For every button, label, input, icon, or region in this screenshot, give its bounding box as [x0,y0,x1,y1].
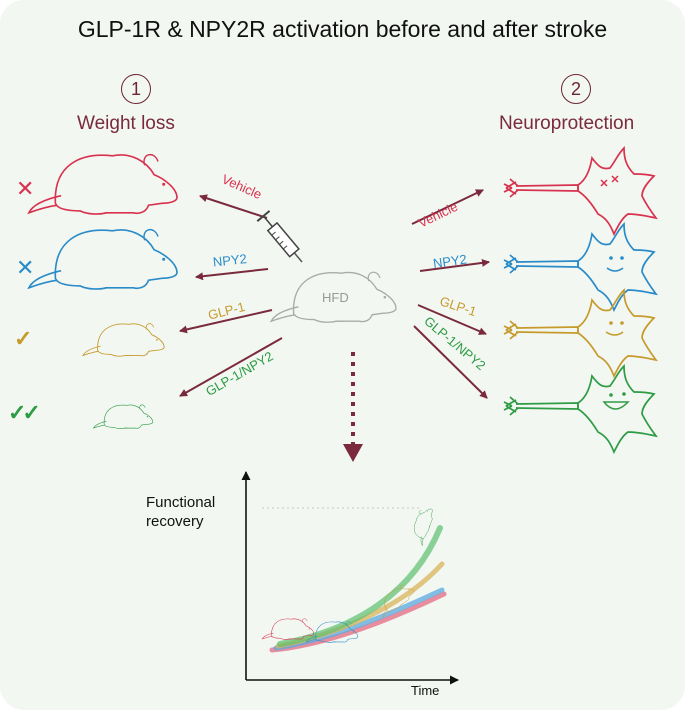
graph-ylabel-line2: recovery [146,513,204,530]
dashed-arrow-head [343,444,363,462]
label-vehicle-right: Vehicle [416,199,460,231]
arrow-npy2-neuro [419,258,490,272]
arrow-glp1-weight [179,309,273,334]
graph-ylabel-line1: Functional [146,494,216,511]
neutral-face-icon [606,256,624,272]
arrow-npy2-weight [195,268,269,281]
neuron-icon-npy2 [503,223,657,311]
mouse-icon-npy2 [27,228,178,290]
section-label-neuroprotection: Neuroprotection [499,113,635,134]
dead-face-icon [600,175,619,187]
label-npy2-right: NPY2 [432,251,468,271]
neuron-icon-combo [503,365,657,453]
recovery-curves [269,525,447,653]
graph-xlabel: Time [411,683,440,698]
cross-icon-npy2: ✕ [16,255,35,280]
happy-face-icon [602,392,630,410]
figure-title: GLP-1R & NPY2R activation before and aft… [77,16,608,42]
mouse-icon-glp1 [82,323,165,357]
cross-icon-vehicle: ✕ [16,176,35,201]
section-label-weight-loss: Weight loss [77,113,175,134]
check-icon-glp1: ✓ [14,326,33,351]
graph-ylabel: Functional recovery [146,493,215,531]
syringe-icon [256,210,303,263]
mouse-icon-combo [93,404,154,429]
arrow-vehicle-neuro [411,189,484,225]
section-number-1: 1 [121,74,151,104]
section-number-2: 2 [561,74,591,104]
label-npy2-left: NPY2 [212,251,247,269]
neuron-icon-vehicle [503,147,657,235]
neuron-icon-glp1 [503,289,657,377]
double-check-icon-combo: ✓✓ [8,400,41,425]
mouse-icon-vehicle [27,153,178,215]
hfd-label: HFD [322,290,349,305]
arrow-vehicle-weight [199,194,268,219]
label-combo-left: GLP-1/NPY2 [203,348,276,399]
label-vehicle-left: Vehicle [220,171,264,202]
arrow-glp1-neuro [417,304,487,335]
curve-combo [277,525,443,647]
label-glp1-left: GLP-1 [206,299,246,323]
arrow-combo-neuro [413,325,488,399]
smile-face-icon [605,321,624,336]
arrow-combo-weight [179,337,283,397]
